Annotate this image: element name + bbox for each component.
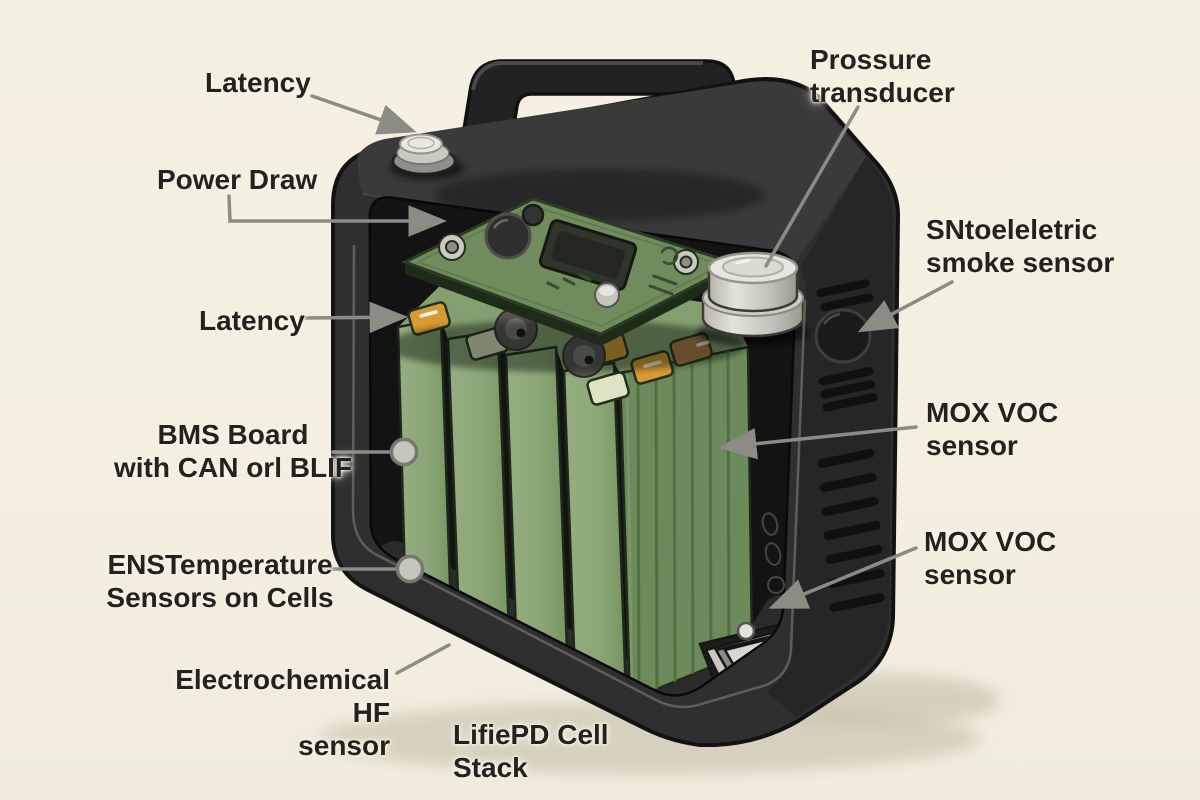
label-pressure-transducer: Prossure transducer — [810, 44, 955, 108]
leader-hf-sensor — [395, 643, 451, 675]
label-latency-cells: Latency — [199, 305, 305, 336]
pcb-chip — [538, 219, 638, 291]
pcb-silkscreen — [546, 246, 679, 296]
side-vents — [816, 279, 885, 612]
leader-mox-voc-lower — [768, 546, 918, 609]
label-mox-voc-lower: MOX VOC sensor — [924, 526, 1057, 590]
bms-pcb — [401, 197, 741, 346]
terminal-cream — [586, 371, 630, 406]
leader-lines — [227, 94, 954, 675]
label-temperature-sensors: ENSTemperature Sensors on Cells — [106, 549, 334, 613]
pressure-transducer — [697, 251, 809, 346]
label-bms-board: BMS Board with CAN orl BLIF — [114, 419, 352, 483]
vent-slat-group-lower — [817, 448, 885, 612]
leader-smoke-sensor — [857, 280, 954, 333]
leader-mox-voc-upper — [718, 425, 918, 460]
label-mox-voc-upper: MOX VOC sensor — [926, 397, 1059, 461]
label-latency-top: Latency — [205, 67, 311, 98]
label-hf-sensor: Electrochemical HF sensor — [175, 664, 390, 761]
cell-side-sheen — [625, 373, 634, 695]
label-smoke-sensor: SNtoeleletric smoke sensor — [926, 214, 1115, 278]
pcb-shadow — [385, 320, 745, 372]
leader-latency-top — [310, 94, 417, 135]
label-power-draw: Power Draw — [157, 164, 318, 195]
top-push-button — [390, 133, 464, 180]
cell-side-ridges — [636, 350, 731, 695]
smoke-sensor-port — [814, 308, 872, 364]
vent-slat-group-upper — [816, 279, 878, 412]
pcb-standoff — [594, 282, 620, 308]
leader-latency-cells — [303, 301, 408, 334]
leader-power-draw — [227, 194, 447, 237]
rim-gasket-line — [351, 244, 807, 709]
leader-pressure-transducer — [764, 105, 860, 268]
label-cell-stack: LifiePD Cell Stack — [453, 719, 609, 783]
pcb-edge — [405, 262, 737, 346]
pcb-capacitor — [484, 203, 545, 260]
pcb-screws — [438, 233, 699, 275]
